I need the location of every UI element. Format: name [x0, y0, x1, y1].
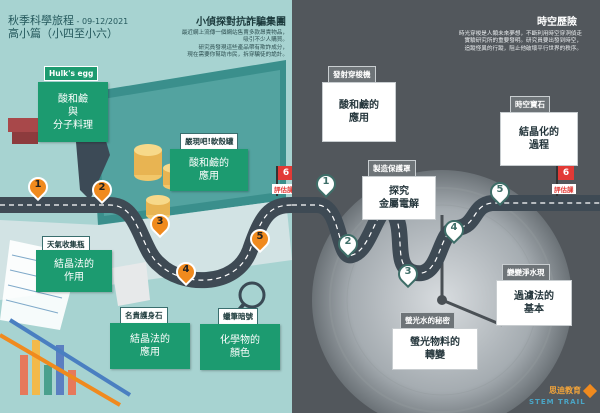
- right-card-4-body: 過濾法的 基本: [496, 280, 572, 326]
- left-card-4[interactable]: 名貴護身石 結晶法的 應用: [110, 307, 190, 369]
- flag-pole: [276, 166, 278, 196]
- chart-illustration: [20, 340, 76, 395]
- right-card-1-body: 酸和鹼的 應用: [322, 82, 396, 142]
- season-date: - 09-12/2021: [74, 17, 129, 26]
- left-pin-2-number: 2: [98, 182, 106, 193]
- logo-title: 思迪教育: [549, 386, 581, 395]
- left-pin-1-number: 1: [34, 179, 42, 190]
- right-card-5[interactable]: 螢光水的秘密 螢光物料的 轉變: [392, 312, 478, 370]
- pencil: [0, 333, 122, 407]
- left-road: [0, 196, 292, 289]
- left-card-1-body: 酸和鹼 與 分子料理: [38, 82, 108, 142]
- season-title: 秋季科學旅程 - 09-12/2021: [8, 12, 128, 28]
- left-assessment-flag[interactable]: 6 評估課: [272, 166, 292, 200]
- left-panel: 秋季科學旅程 - 09-12/2021 高小篇（小四至小六） 小偵探對抗詐騙集團…: [0, 0, 292, 413]
- right-pin-1[interactable]: 1: [311, 169, 341, 200]
- right-pin-5[interactable]: 5: [485, 177, 515, 208]
- right-section-title: 時空歷險: [537, 17, 577, 28]
- left-flag-label: 評估課: [272, 184, 292, 194]
- left-card-4-body: 結晶法的 應用: [110, 323, 190, 369]
- magnifier-icon: [238, 281, 266, 309]
- right-pin-4-number: 4: [450, 222, 458, 233]
- right-card-1[interactable]: 發射穿梭機 酸和鹼的 應用: [322, 66, 396, 142]
- left-pin-5[interactable]: 5: [245, 224, 275, 255]
- left-card-2[interactable]: 嚴現吧!軟殼罐 酸和鹼的 應用: [170, 133, 248, 191]
- right-flag-number: 6: [558, 166, 574, 180]
- right-pin-2[interactable]: 2: [333, 229, 363, 260]
- right-card-4-label: 變變淨水現: [502, 264, 550, 281]
- right-card-3-body: 結晶化的 過程: [500, 112, 578, 166]
- right-card-5-label: 螢光水的秘密: [400, 312, 455, 329]
- left-pin-2[interactable]: 2: [87, 175, 117, 206]
- level-title: 高小篇（小四至小六）: [8, 27, 118, 40]
- calculator: [112, 262, 150, 306]
- right-card-2-label: 製造保護罩: [368, 160, 416, 177]
- left-pin-3-number: 3: [156, 216, 164, 227]
- right-pin-2-number: 2: [344, 236, 352, 247]
- left-intro-text: 最近網上流傳一個網站售賣多款昂貴物品， 吸引不少人購買。 研究員發現這些產品帶有…: [181, 30, 288, 59]
- right-pin-4[interactable]: 4: [439, 215, 469, 246]
- right-pin-1-number: 1: [322, 176, 330, 187]
- left-card-2-body: 酸和鹼的 應用: [170, 149, 248, 191]
- left-pin-1[interactable]: 1: [23, 172, 53, 203]
- right-card-3-label: 時空寶石: [510, 96, 550, 113]
- right-card-5-body: 螢光物料的 轉變: [392, 328, 478, 370]
- left-pin-5-number: 5: [256, 231, 264, 242]
- left-pin-3[interactable]: 3: [145, 209, 175, 240]
- flag-pole: [556, 166, 558, 196]
- brand-logo: 思迪教育 STEM TRAIL: [527, 380, 598, 410]
- left-card-1[interactable]: Hulk's egg 酸和鹼 與 分子料理: [38, 66, 108, 146]
- right-card-2-body: 探究 金屬電解: [362, 176, 436, 220]
- right-card-3[interactable]: 時空寶石 結晶化的 過程: [500, 96, 578, 166]
- left-card-1-label: Hulk's egg: [44, 66, 99, 81]
- brick-block: [8, 118, 38, 132]
- left-card-5[interactable]: 蠟筆暗號 化學物的 顏色: [200, 308, 280, 370]
- left-card-5-body: 化學物的 顏色: [200, 324, 280, 370]
- cube-icon: [582, 383, 598, 399]
- left-card-4-label: 名貴護身石: [120, 307, 168, 324]
- right-assessment-flag[interactable]: 6 評估課: [552, 166, 582, 200]
- right-flag-label: 評估課: [552, 184, 576, 194]
- right-pin-3-number: 3: [404, 266, 412, 277]
- left-card-3[interactable]: 天氣收集瓶 結晶法的 作用: [36, 232, 112, 292]
- right-pin-3[interactable]: 3: [393, 259, 423, 290]
- left-pin-4-number: 4: [182, 264, 190, 275]
- left-card-5-label: 蠟筆暗號: [218, 308, 258, 325]
- right-card-1-label: 發射穿梭機: [328, 66, 376, 83]
- right-panel: 時空歷險 時光穿梭是人類未來夢想，不斷利用時空穿洞偵走 實驗研究所的重要發明。研…: [292, 0, 600, 413]
- right-card-2[interactable]: 製造保護罩 探究 金屬電解: [362, 160, 436, 220]
- left-card-3-body: 結晶法的 作用: [36, 250, 112, 292]
- logo-subtitle: STEM TRAIL: [529, 398, 586, 406]
- season-title-text: 秋季科學旅程: [8, 14, 74, 27]
- left-card-2-label: 嚴現吧!軟殼罐: [180, 133, 239, 150]
- right-card-4[interactable]: 變變淨水現 過濾法的 基本: [496, 264, 572, 326]
- right-pin-5-number: 5: [496, 184, 504, 195]
- left-flag-number: 6: [278, 166, 292, 180]
- right-intro-text: 時光穿梭是人類未來夢想，不斷利用時空穿洞偵走 實驗研究所的重要發明。研究員要出發…: [458, 31, 582, 52]
- left-section-title: 小偵探對抗詐騙集團: [196, 17, 286, 28]
- left-pin-4[interactable]: 4: [171, 257, 201, 288]
